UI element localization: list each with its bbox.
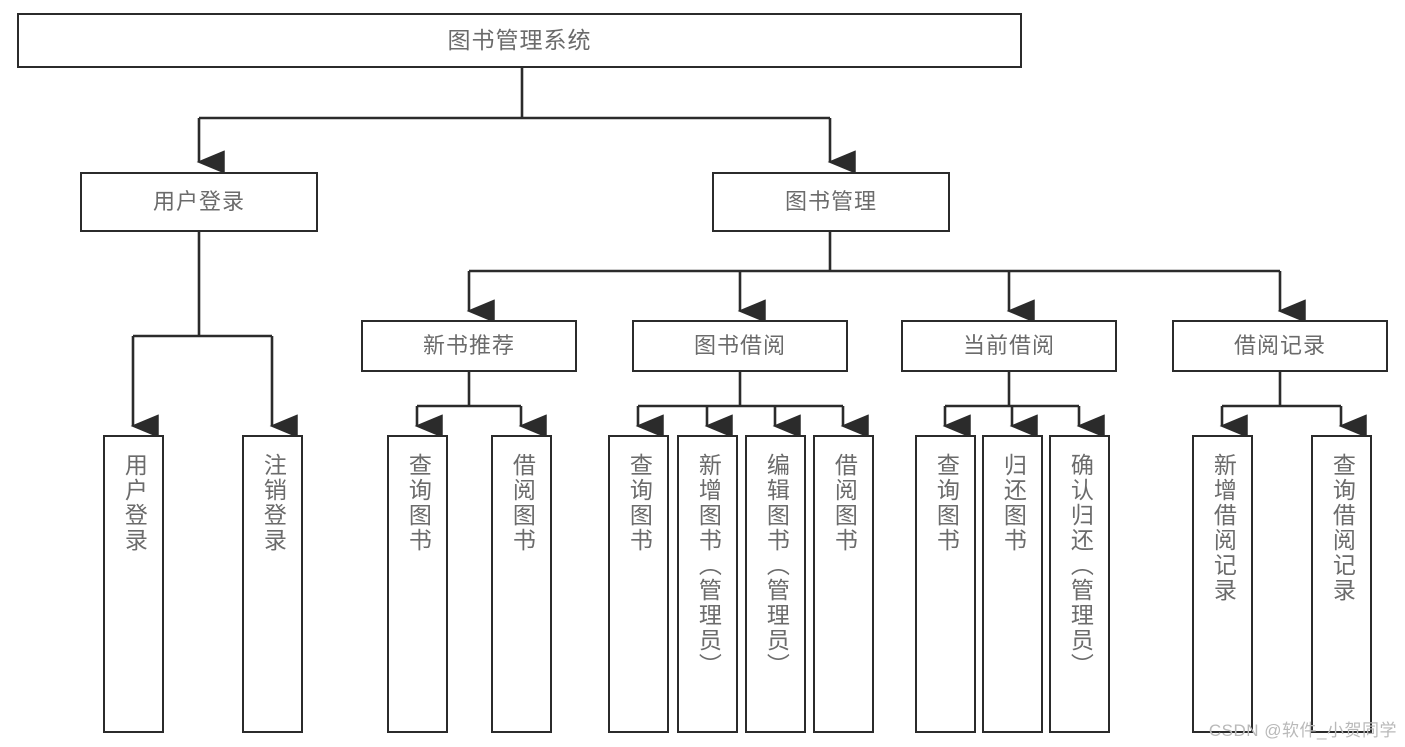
- node-label: 借阅图书: [509, 453, 536, 553]
- node-label: 查询图书: [933, 453, 960, 553]
- node-user-login[interactable]: 用户登录: [80, 172, 318, 232]
- watermark-text: CSDN @软件_小贺同学: [1208, 721, 1397, 740]
- node-label: 图书管理: [784, 189, 877, 215]
- node-label: 图书借阅: [693, 333, 786, 359]
- node-label: 查询图书: [626, 453, 653, 553]
- node-label: 新增图书（管理员）: [695, 453, 722, 678]
- leaf-logout-login[interactable]: 注销登录: [242, 435, 303, 733]
- node-borrow-record[interactable]: 借阅记录: [1172, 320, 1388, 372]
- leaf-add-book-admin[interactable]: 新增图书（管理员）: [677, 435, 738, 733]
- node-book-management[interactable]: 图书管理: [712, 172, 950, 232]
- node-book-borrow[interactable]: 图书借阅: [632, 320, 848, 372]
- leaf-add-borrow-record[interactable]: 新增借阅记录: [1192, 435, 1253, 733]
- node-label: 借阅记录: [1233, 333, 1326, 359]
- leaf-query-book-borrow[interactable]: 查询图书: [608, 435, 669, 733]
- leaf-edit-book-admin[interactable]: 编辑图书（管理员）: [745, 435, 806, 733]
- node-label: 用户登录: [152, 189, 245, 215]
- node-root-book-management-system[interactable]: 图书管理系统: [17, 13, 1022, 68]
- node-label: 编辑图书（管理员）: [763, 453, 790, 678]
- leaf-user-login[interactable]: 用户登录: [103, 435, 164, 733]
- node-label: 确认归还（管理员）: [1067, 453, 1094, 678]
- leaf-query-book-recommend[interactable]: 查询图书: [387, 435, 448, 733]
- node-label: 当前借阅: [962, 333, 1055, 359]
- leaf-return-book[interactable]: 归还图书: [982, 435, 1043, 733]
- node-label: 新增借阅记录: [1210, 453, 1237, 603]
- leaf-query-borrow-record[interactable]: 查询借阅记录: [1311, 435, 1372, 733]
- leaf-borrow-book-recommend[interactable]: 借阅图书: [491, 435, 552, 733]
- node-label: 注销登录: [260, 453, 287, 553]
- leaf-confirm-return-admin[interactable]: 确认归还（管理员）: [1049, 435, 1110, 733]
- node-label: 借阅图书: [831, 453, 858, 553]
- leaf-query-book-current[interactable]: 查询图书: [915, 435, 976, 733]
- node-current-borrow[interactable]: 当前借阅: [901, 320, 1117, 372]
- leaf-borrow-book[interactable]: 借阅图书: [813, 435, 874, 733]
- node-label: 查询借阅记录: [1329, 453, 1356, 603]
- node-new-book-recommend[interactable]: 新书推荐: [361, 320, 577, 372]
- node-label: 图书管理系统: [447, 27, 592, 54]
- node-label: 新书推荐: [422, 333, 515, 359]
- node-label: 归还图书: [1000, 453, 1027, 553]
- node-label: 查询图书: [405, 453, 432, 553]
- node-label: 用户登录: [121, 453, 148, 553]
